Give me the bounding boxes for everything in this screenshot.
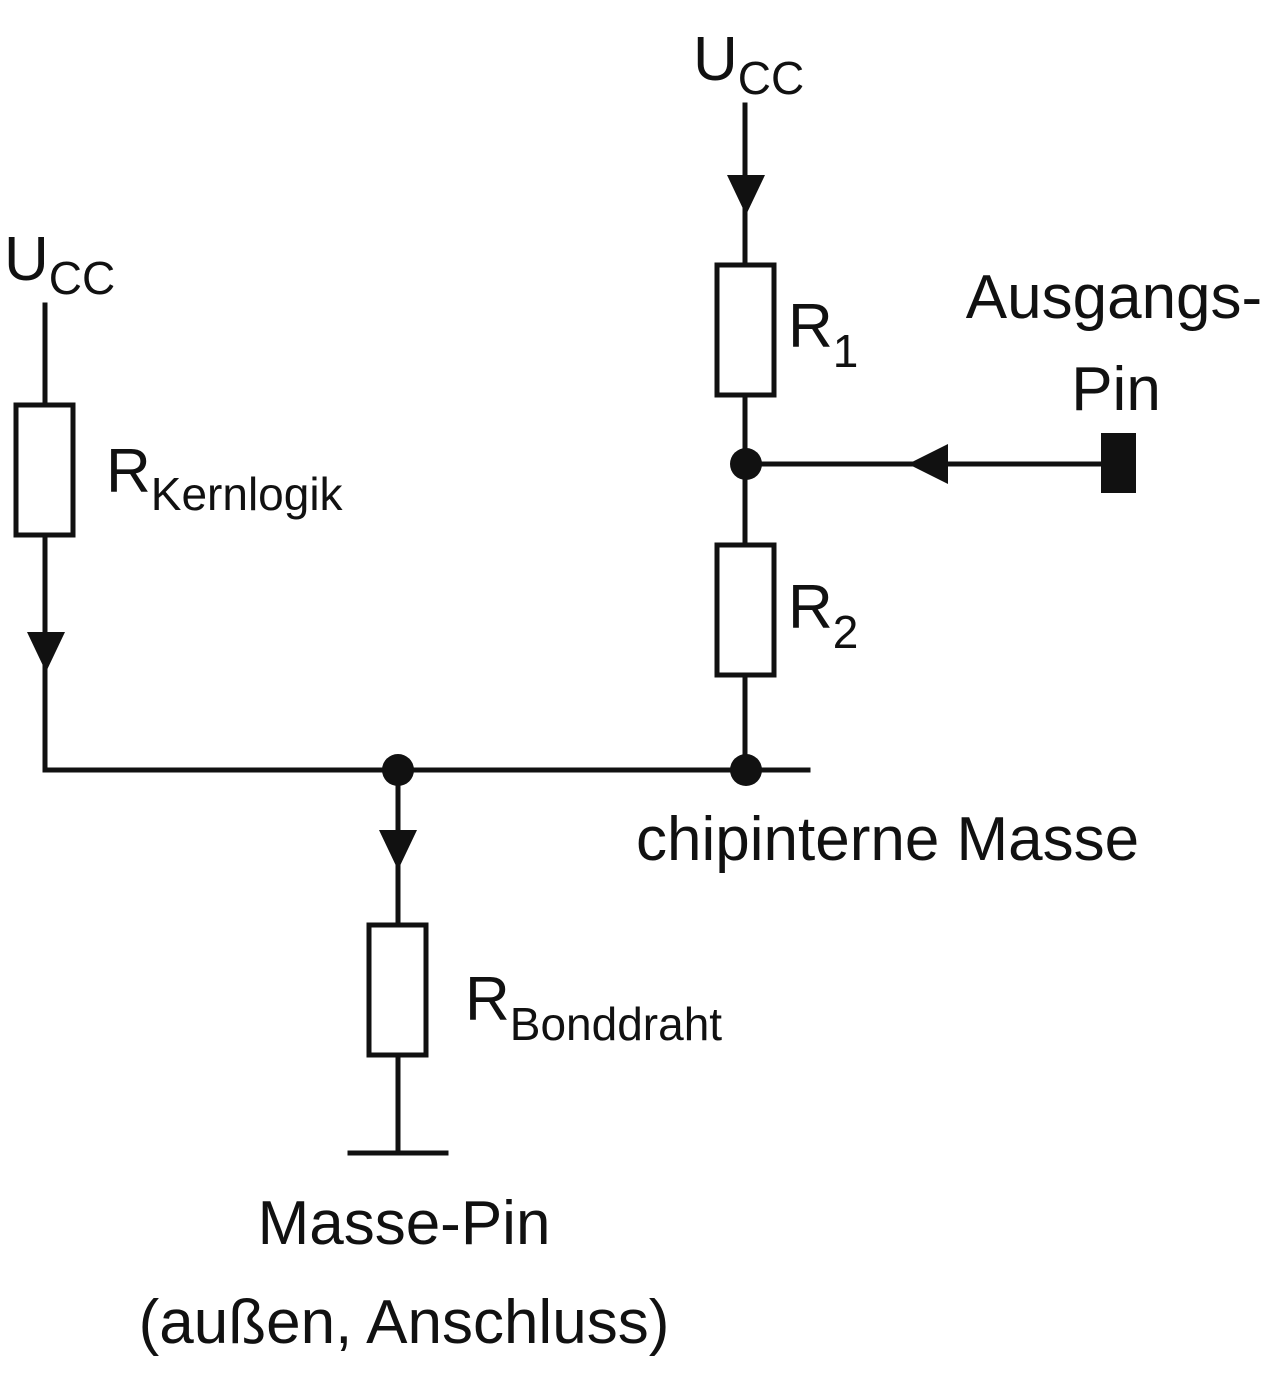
label-masse-pin-line1: Masse-Pin: [258, 1189, 551, 1258]
resistor-bonddraht: [366, 922, 429, 1058]
label-ausgangs-pin-line2: Pin: [1071, 355, 1161, 424]
label-r-bonddraht: RBonddraht: [465, 965, 722, 1050]
label-r1: R1: [788, 292, 858, 377]
resistor-r2: [714, 542, 777, 678]
label-r2: R2: [788, 573, 858, 658]
resistor-kernlogik: [13, 402, 76, 538]
junction-node-r1-r2: [730, 448, 762, 480]
label-chipinterne-masse: chipinterne Masse: [636, 805, 1139, 874]
junction-node-bond: [382, 754, 414, 786]
arrow-bond-icon: [379, 830, 417, 870]
arrow-output-pin-icon: [908, 444, 948, 484]
label-ucc-left: UCC: [4, 225, 115, 304]
output-pin-terminal: [1101, 433, 1136, 493]
arrow-right-ucc-icon: [727, 175, 765, 215]
label-r-kernlogik: RKernlogik: [106, 437, 344, 520]
resistor-r1: [714, 262, 777, 398]
junction-node-right: [730, 754, 762, 786]
arrow-left-kernlogik-icon: [27, 632, 65, 672]
label-ucc-right: UCC: [693, 25, 804, 104]
label-ausgangs-pin-line1: Ausgangs-: [966, 263, 1262, 332]
label-masse-pin-line2: (außen, Anschluss): [139, 1288, 670, 1357]
